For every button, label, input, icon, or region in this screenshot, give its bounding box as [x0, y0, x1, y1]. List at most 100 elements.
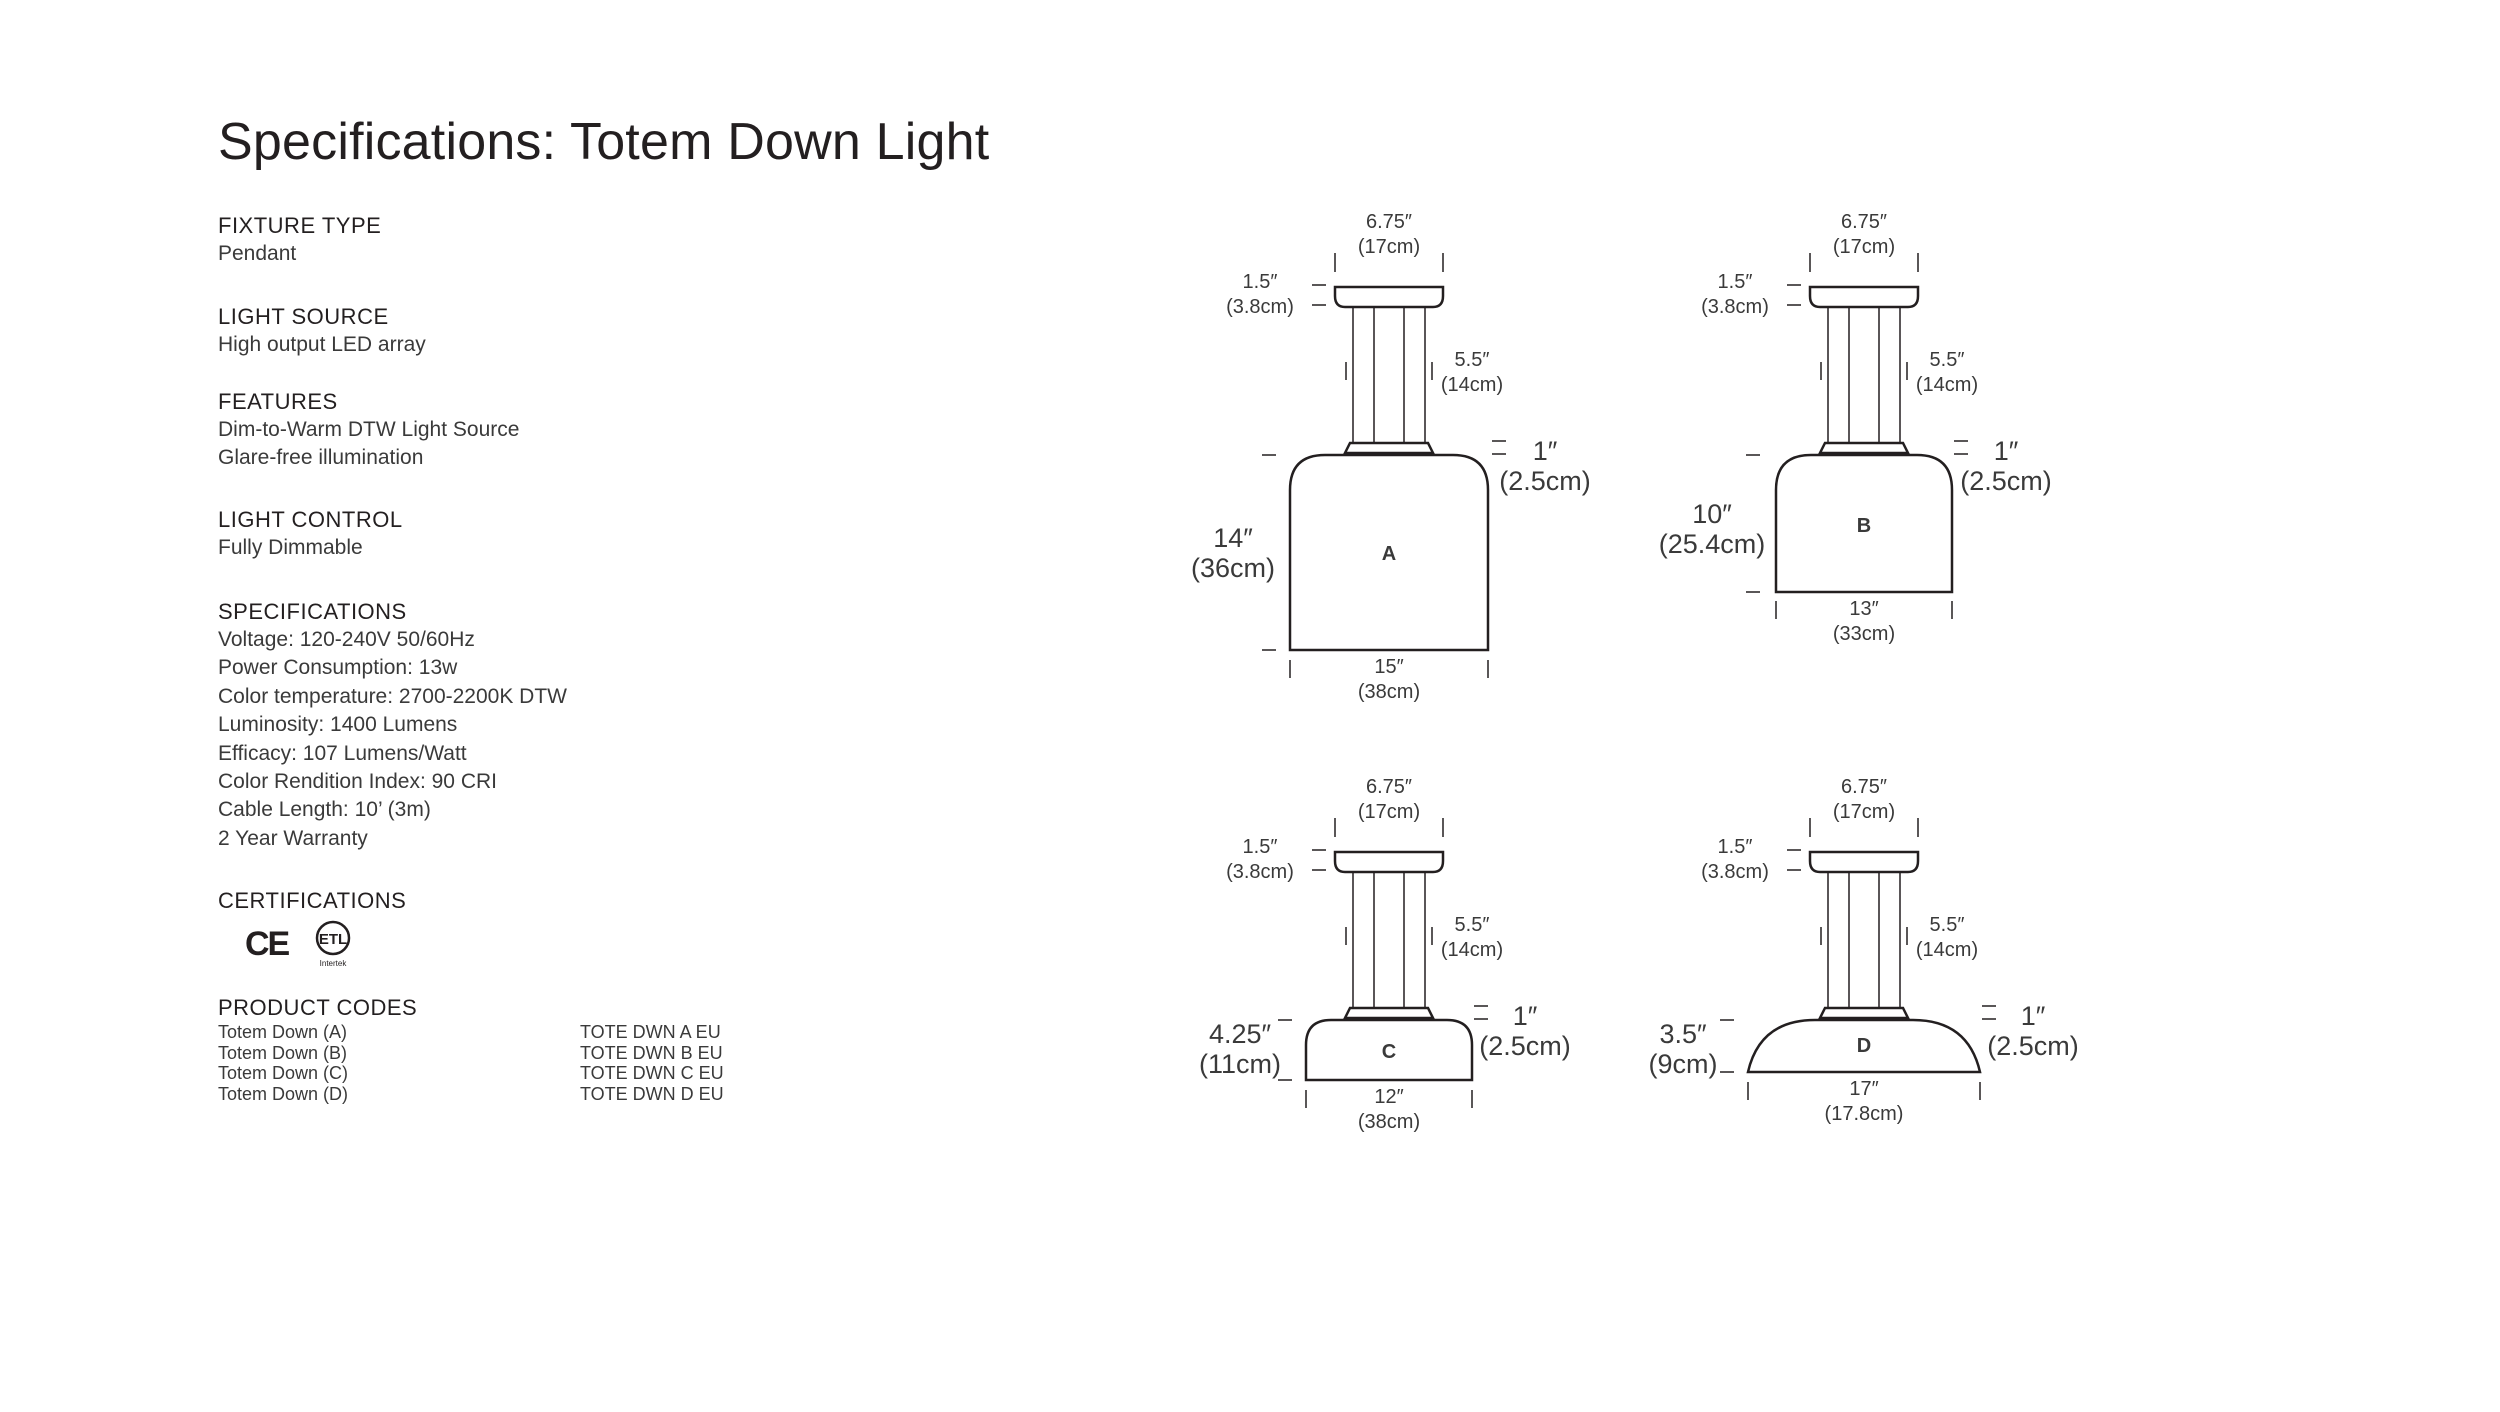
dim-canopy-height-cm: (3.8cm)	[1701, 296, 1769, 318]
dim-canopy-height-cm: (3.8cm)	[1701, 861, 1769, 883]
dimension-ticks	[1278, 818, 1488, 1108]
dim-canopy-height-cm: (3.8cm)	[1226, 296, 1294, 318]
dim-collar-height-cm: (2.5cm)	[1499, 466, 1591, 496]
certification-marks: CE ETL Intertek	[245, 918, 356, 970]
spec-line: Power Consumption: 13w	[218, 656, 458, 680]
dim-shade-width: 12″	[1374, 1086, 1403, 1108]
dim-collar-height: 1″	[1513, 1001, 1538, 1031]
dim-canopy-height: 1.5″	[1718, 836, 1753, 858]
dim-shade-height: 3.5″	[1659, 1019, 1707, 1049]
fixture-label-d: D	[1857, 1035, 1871, 1057]
dim-collar-height-cm: (2.5cm)	[1987, 1031, 2079, 1061]
canopy-shape	[1333, 285, 1445, 309]
dim-shade-height: 14″	[1213, 523, 1253, 553]
table-row: Totem Down (C) TOTE DWN C EU	[218, 1063, 918, 1084]
dim-shade-height: 4.25″	[1209, 1019, 1272, 1049]
product-name: Totem Down (A)	[218, 1022, 348, 1042]
dim-stem-height: 5.5″	[1930, 349, 1965, 371]
product-codes-table: Totem Down (A) TOTE DWN A EU Totem Down …	[218, 1022, 918, 1104]
spec-line: Voltage: 120-240V 50/60Hz	[218, 628, 475, 651]
dim-canopy-width: 6.75″	[1366, 776, 1412, 798]
product-name: Totem Down (B)	[218, 1042, 348, 1063]
features-heading: FEATURES	[218, 389, 338, 414]
collar-shape	[1342, 1006, 1436, 1020]
dim-stem-height-cm: (14cm)	[1916, 939, 1978, 961]
table-row: Totem Down (D) TOTE DWN D EU	[218, 1084, 918, 1105]
product-name: Totem Down (D)	[218, 1083, 349, 1104]
fixture-label-a: A	[1382, 543, 1396, 565]
stem-shape	[1352, 307, 1426, 443]
dim-collar-height: 1″	[2021, 1001, 2046, 1031]
dimension-ticks	[1720, 818, 1996, 1100]
dim-shade-width-cm: (38cm)	[1358, 681, 1420, 703]
light-control-value: Fully Dimmable	[218, 536, 363, 559]
stem-shape	[1352, 872, 1426, 1008]
light-control-heading: LIGHT CONTROL	[218, 507, 403, 532]
dim-collar-height: 1″	[1533, 436, 1558, 466]
dim-stem-height-cm: (14cm)	[1441, 939, 1503, 961]
dim-canopy-width: 6.75″	[1841, 211, 1887, 233]
dim-canopy-width: 6.75″	[1366, 211, 1412, 233]
dim-canopy-width-cm: (17cm)	[1358, 236, 1420, 258]
page-title: Specifications: Totem Down Light	[218, 113, 990, 171]
spec-line: Efficacy: 107 Lumens/Watt	[218, 741, 467, 765]
features-section: FEATURES Dim-to-Warm DTW Light Source Gl…	[218, 388, 1118, 473]
dim-shade-width-cm: (33cm)	[1833, 623, 1895, 645]
dim-shade-height-cm: (9cm)	[1649, 1049, 1718, 1079]
canopy-shape	[1808, 850, 1920, 874]
dim-canopy-height: 1.5″	[1243, 836, 1278, 858]
fixture-label-c: C	[1382, 1041, 1396, 1063]
product-codes-section: PRODUCT CODES	[218, 994, 1118, 1022]
fixture-drawing-a	[1262, 253, 1506, 678]
dim-shade-height-cm: (25.4cm)	[1659, 529, 1766, 559]
fixture-drawing-d	[1720, 818, 1996, 1100]
feature-line: Glare-free illumination	[218, 446, 424, 470]
dim-canopy-width-cm: (17cm)	[1833, 801, 1895, 823]
spec-line: Color Rendition Index: 90 CRI	[218, 770, 497, 794]
shade-shape	[1288, 453, 1490, 652]
table-row: Totem Down (A) TOTE DWN A EU	[218, 1022, 918, 1043]
dimension-ticks	[1262, 253, 1506, 678]
specifications-section: SPECIFICATIONS Voltage: 120-240V 50/60Hz…	[218, 598, 1118, 853]
light-source-section: LIGHT SOURCE High output LED array	[218, 303, 1118, 359]
dim-canopy-height: 1.5″	[1243, 271, 1278, 293]
dim-stem-height: 5.5″	[1930, 914, 1965, 936]
light-control-section: LIGHT CONTROL Fully Dimmable	[218, 506, 1118, 562]
collar-shape	[1342, 441, 1436, 455]
etl-intertek-text: Intertek	[320, 959, 348, 968]
dim-shade-height: 10″	[1692, 499, 1732, 529]
certifications-section: CERTIFICATIONS	[218, 887, 1118, 915]
collar-shape	[1817, 1006, 1911, 1020]
product-code: TOTE DWN D EU	[580, 1083, 724, 1104]
dim-shade-width-cm: (38cm)	[1358, 1111, 1420, 1133]
shade-shape	[1774, 453, 1954, 594]
specifications-heading: SPECIFICATIONS	[218, 599, 407, 624]
fixture-type-heading: FIXTURE TYPE	[218, 213, 382, 238]
dim-shade-width: 17″	[1849, 1078, 1878, 1100]
dim-collar-height-cm: (2.5cm)	[1479, 1031, 1571, 1061]
collar-shape	[1817, 441, 1911, 455]
dim-canopy-width-cm: (17cm)	[1358, 801, 1420, 823]
dim-canopy-width-cm: (17cm)	[1833, 236, 1895, 258]
etl-mark-text: ETL	[319, 931, 347, 948]
shade-shape	[1304, 1018, 1474, 1082]
canopy-shape	[1333, 850, 1445, 874]
dim-stem-height-cm: (14cm)	[1916, 374, 1978, 396]
light-source-heading: LIGHT SOURCE	[218, 304, 389, 329]
dim-stem-height: 5.5″	[1455, 914, 1490, 936]
dim-canopy-width: 6.75″	[1841, 776, 1887, 798]
product-code: TOTE DWN C EU	[580, 1063, 724, 1083]
product-code: TOTE DWN A EU	[580, 1022, 721, 1042]
fixture-label-b: B	[1857, 515, 1871, 537]
fixture-drawing-c	[1278, 818, 1488, 1108]
dim-collar-height-cm: (2.5cm)	[1960, 466, 2052, 496]
dimension-ticks	[1746, 253, 1968, 619]
product-code: TOTE DWN B EU	[580, 1042, 723, 1063]
stem-shape	[1827, 307, 1901, 443]
spec-line: 2 Year Warranty	[218, 826, 368, 850]
product-name: Totem Down (C)	[218, 1063, 349, 1083]
spec-line: Luminosity: 1400 Lumens	[218, 713, 458, 737]
table-row: Totem Down (B) TOTE DWN B EU	[218, 1043, 918, 1064]
dim-collar-height: 1″	[1994, 436, 2019, 466]
